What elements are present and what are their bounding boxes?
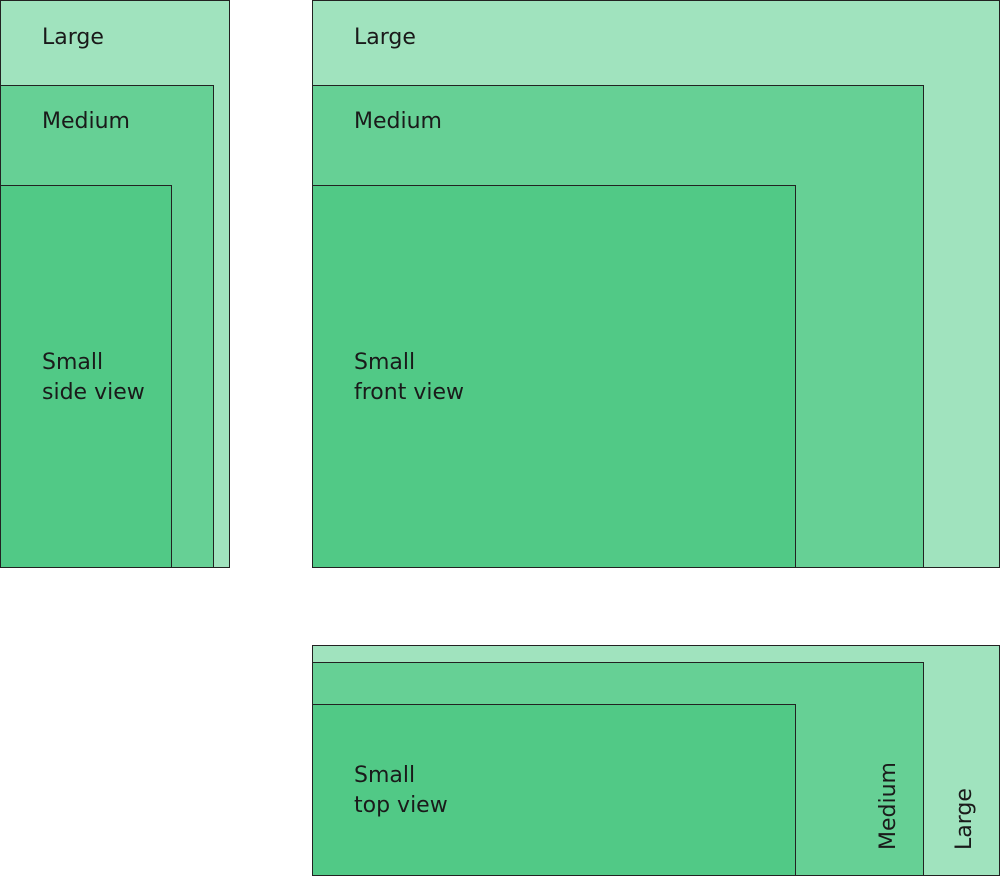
side-view-large-label: Large <box>42 25 104 50</box>
side-view-small-box <box>0 185 172 568</box>
front-view-small-box <box>312 185 796 568</box>
side-view-small-label: Small side view <box>42 350 145 405</box>
front-view-medium-label: Medium <box>354 109 442 134</box>
side-view-medium-label: Medium <box>42 109 130 134</box>
top-view-large-label: Large <box>952 788 977 850</box>
top-view-small-box <box>312 704 796 876</box>
front-view-small-label: Small front view <box>354 350 464 405</box>
front-view-large-label: Large <box>354 25 416 50</box>
top-view-small-label: Small top view <box>354 763 448 818</box>
top-view-medium-label: Medium <box>876 762 901 850</box>
